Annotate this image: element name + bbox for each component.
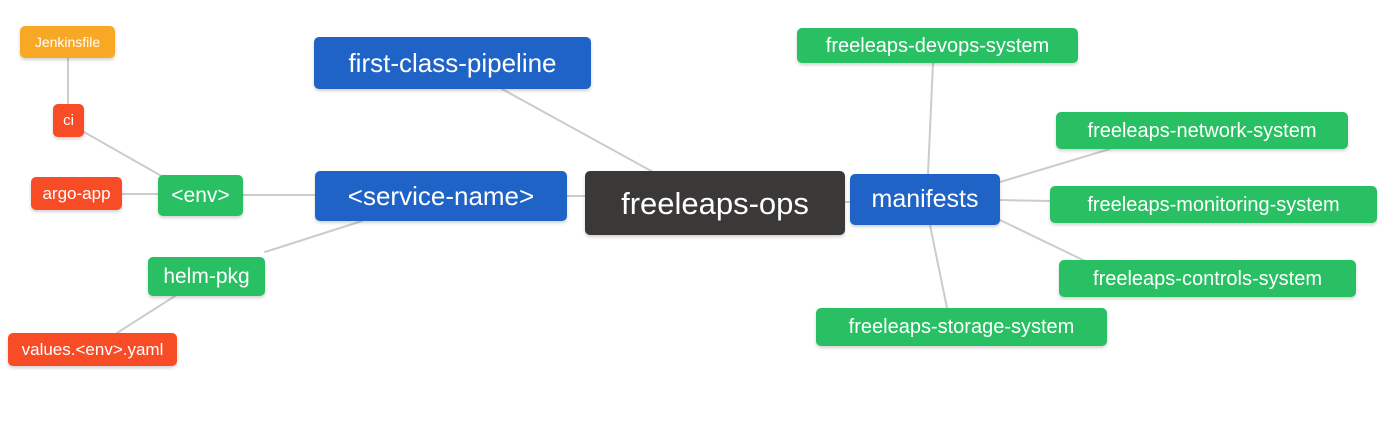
node-env[interactable]: <env> — [158, 175, 243, 216]
node-freeleaps-controls-system[interactable]: freeleaps-controls-system — [1059, 260, 1356, 297]
node-values-env-yaml[interactable]: values.<env>.yaml — [8, 333, 177, 366]
node-manifests[interactable]: manifests — [850, 174, 1000, 225]
node-service-name[interactable]: <service-name> — [315, 171, 567, 221]
edge-manifests-network-system — [999, 148, 1111, 183]
edge-manifests-controls-system — [999, 219, 1086, 262]
edge-first-class-pipeline-freeleaps-ops — [501, 88, 654, 173]
node-jenkinsfile[interactable]: Jenkinsfile — [20, 26, 115, 58]
node-helm-pkg[interactable]: helm-pkg — [148, 257, 265, 296]
edge-helm-pkg-service-name — [264, 220, 363, 253]
edge-manifests-devops-system — [927, 62, 934, 175]
node-argo-app[interactable]: argo-app — [31, 177, 122, 210]
edge-values-env-yaml-helm-pkg — [116, 295, 176, 334]
edge-manifests-monitoring-system — [999, 199, 1051, 202]
node-freeleaps-monitoring-system[interactable]: freeleaps-monitoring-system — [1050, 186, 1377, 223]
edge-manifests-storage-system — [929, 224, 948, 309]
edge-ci-env — [83, 131, 166, 179]
node-freeleaps-ops-root[interactable]: freeleaps-ops — [585, 171, 845, 235]
node-freeleaps-storage-system[interactable]: freeleaps-storage-system — [816, 308, 1107, 346]
node-freeleaps-network-system[interactable]: freeleaps-network-system — [1056, 112, 1348, 149]
node-ci[interactable]: ci — [53, 104, 84, 137]
node-first-class-pipeline[interactable]: first-class-pipeline — [314, 37, 591, 89]
node-freeleaps-devops-system[interactable]: freeleaps-devops-system — [797, 28, 1078, 63]
